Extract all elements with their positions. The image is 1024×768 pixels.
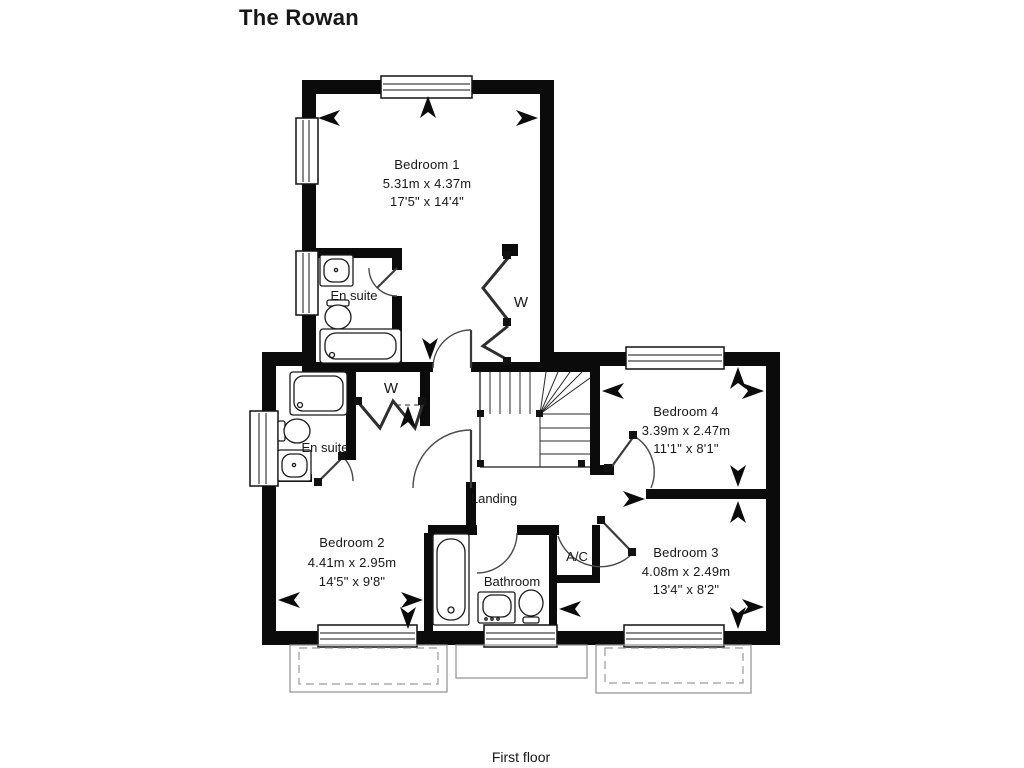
- door-bedroom3: [557, 516, 636, 568]
- label-bathroom: Bathroom: [484, 574, 540, 589]
- room-name-bedroom3: Bedroom 3: [653, 545, 718, 560]
- ensuite2-toilet-icon: [277, 418, 311, 444]
- label-wardrobe2: W: [384, 380, 399, 397]
- windows: [249, 75, 725, 648]
- ensuite2-shower-icon: [289, 371, 348, 416]
- window: [249, 410, 279, 487]
- ensuite1-basin-icon: [319, 254, 354, 287]
- room-imperial-bedroom1: 17'5" x 14'4": [390, 194, 464, 209]
- staircase: [477, 371, 591, 468]
- ensuite1-bath-icon: [319, 328, 402, 364]
- floor-caption: First floor: [492, 749, 551, 765]
- room-name-bedroom4: Bedroom 4: [653, 404, 718, 419]
- ensuite2-basin-icon: [277, 449, 312, 482]
- wardrobe-bifold-bedroom1: [480, 251, 511, 365]
- bathroom-toilet-icon: [518, 589, 544, 624]
- label-ensuite1: En suite: [331, 288, 378, 303]
- room-name-bedroom1: Bedroom 1: [394, 157, 459, 172]
- label-ensuite2: En suite: [302, 440, 349, 455]
- window: [380, 75, 473, 99]
- window: [623, 624, 725, 648]
- room-metric-bedroom4: 3.39m x 2.47m: [642, 423, 731, 438]
- room-imperial-bedroom4: 11'1" x 8'1": [653, 441, 719, 456]
- interior-walls: [276, 244, 766, 631]
- dimension-arrows: [278, 96, 764, 629]
- window: [295, 250, 319, 316]
- door-bedroom1: [432, 329, 473, 369]
- door-ensuite1: [368, 267, 398, 297]
- room-imperial-bedroom3: 13'4" x 8'2": [653, 582, 720, 597]
- window: [483, 624, 558, 648]
- label-airing-cupboard: A/C: [566, 549, 588, 564]
- wardrobe-bifold-bedroom2: [354, 397, 426, 432]
- door-ensuite2: [314, 452, 354, 486]
- outer-walls: [262, 80, 780, 645]
- bathroom-basin-icon: [477, 591, 516, 624]
- room-metric-bedroom3: 4.08m x 2.49m: [642, 564, 731, 579]
- room-name-bedroom2: Bedroom 2: [319, 535, 384, 550]
- door-bedroom2: [412, 429, 473, 489]
- window: [317, 624, 418, 648]
- ensuite1-toilet-icon: [324, 299, 352, 330]
- room-metric-bedroom1: 5.31m x 4.37m: [383, 176, 472, 191]
- bay-outline: [289, 644, 752, 694]
- room-metric-bedroom2: 4.41m x 2.95m: [308, 555, 397, 570]
- room-imperial-bedroom2: 14'5" x 9'8": [319, 574, 386, 589]
- door-bathroom: [476, 532, 518, 574]
- window: [625, 346, 725, 370]
- label-wardrobe1: W: [514, 294, 529, 311]
- plan-title: The Rowan: [239, 5, 359, 30]
- door-bedroom4: [604, 431, 655, 489]
- label-landing: Landing: [471, 491, 517, 506]
- window: [295, 117, 319, 185]
- bathroom-bathtub-icon: [432, 533, 470, 626]
